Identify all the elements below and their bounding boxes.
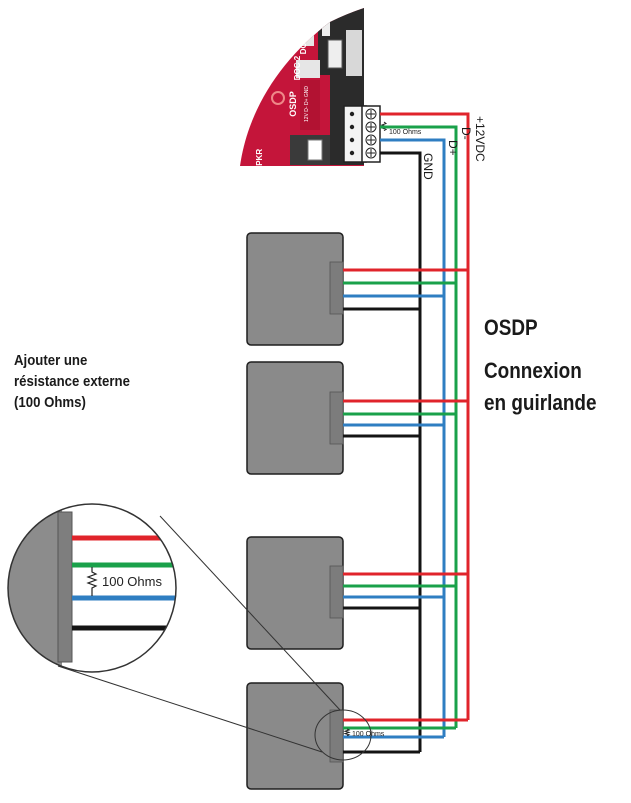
wire-d-minus [380, 125, 458, 728]
board-label-p: P [279, 57, 288, 63]
wire-gnd [380, 151, 422, 752]
resistor-note-line2: résistance externe [14, 373, 130, 390]
osdp-terminal-block [343, 105, 381, 163]
resistor-note-line1: Ajouter une [14, 352, 88, 369]
title-connexion: Connexion [484, 358, 582, 383]
last-reader-resistor: 100 Ohms [343, 728, 385, 738]
reader-3 [246, 536, 344, 650]
reader-4 [246, 682, 344, 790]
zoom-source-circle [314, 709, 372, 761]
reader-1 [246, 232, 344, 346]
title-osdp: OSDP [484, 315, 538, 340]
board-resistor: 100 Ohms [380, 121, 422, 136]
zoom-resistor-label: 100 Ohms [102, 574, 162, 589]
title-guirlande: en guirlande [484, 390, 597, 415]
zoom-detail: 100 Ohms [7, 503, 177, 673]
board-label-osdp: OSDP [288, 91, 298, 117]
wire-label-gnd: GND [421, 153, 435, 180]
board-label-spkr: SPKR [255, 149, 264, 171]
wire-label-d-plus: D+ [446, 140, 460, 156]
board-label-doc1: DOC 1 [299, 29, 308, 54]
callout-line-top [159, 515, 341, 711]
board-label-osdp-pins: 12V D- D+ GND [304, 86, 310, 122]
wire-label-12v: +12VDC [473, 116, 487, 162]
board-resistor-label: 100 Ohms [389, 129, 422, 136]
reader-2 [246, 361, 344, 475]
zoom-resistor-symbol [86, 567, 98, 596]
wire-d-plus [380, 138, 446, 737]
resistor-note: Ajouter une résistance externe (100 Ohms… [14, 350, 130, 413]
board-label-doc2: DOC 2 [293, 55, 302, 80]
last-reader-resistor-label: 100 Ohms [352, 731, 385, 738]
wire-label-d-minus: D- [459, 127, 473, 140]
resistor-note-line3: (100 Ohms) [14, 394, 86, 411]
wire-12v [380, 112, 470, 720]
callout-line-bottom [57, 665, 323, 753]
